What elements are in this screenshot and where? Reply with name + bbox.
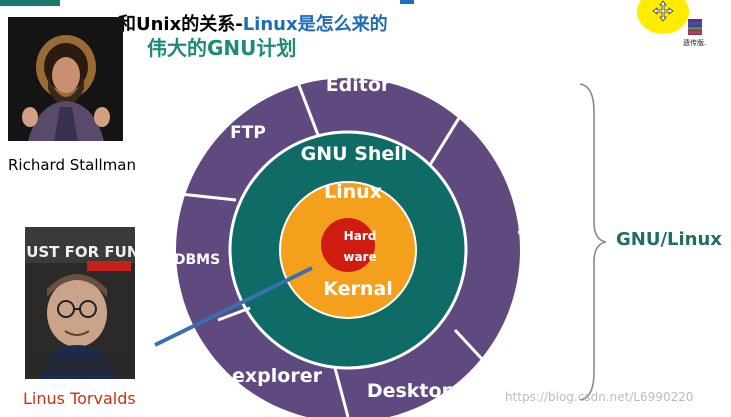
inner-label-linux: Linux	[324, 181, 382, 203]
hardware-core	[321, 218, 375, 272]
ring-divider	[290, 66, 320, 136]
ring-divider	[428, 91, 477, 166]
core-label-line2: ware	[343, 250, 376, 264]
slide-title: 和Unix的关系-Linux是怎么来的	[118, 10, 388, 36]
outer-label-desktop: Desktop	[367, 380, 455, 402]
stallman-portrait-image	[8, 17, 123, 141]
book-title-text: JUST FOR FUN	[25, 243, 135, 261]
stallman-photo	[8, 17, 123, 141]
outer-label-dbms: DBMS	[174, 252, 220, 268]
ring-divider	[453, 328, 522, 402]
slide-subtitle: 伟大的GNU计划	[147, 36, 297, 60]
archive-file-icon[interactable]	[686, 18, 704, 36]
outer-label-editor: Editor	[326, 74, 391, 96]
title-highlight: Linux是怎么来的	[242, 14, 388, 35]
stallman-caption: Richard Stallman	[8, 156, 136, 174]
outer-label-ftp: FTP	[230, 123, 266, 143]
move-cursor-icon[interactable]	[652, 0, 674, 22]
torvalds-book-photo: JUST FOR FUN	[25, 227, 135, 379]
ring-divider	[333, 367, 350, 417]
torvalds-caption: Linus Torvalds	[23, 389, 136, 408]
gnu-linux-label: GNU/Linux	[616, 229, 722, 250]
top-bar-accent	[0, 0, 60, 6]
archive-file-label: 遗传版.	[683, 39, 707, 47]
torvalds-book-cover-image: JUST FOR FUN	[25, 227, 135, 379]
title-prefix: 和Unix的关系-	[118, 14, 243, 35]
core-label-line1: Hard	[344, 229, 377, 243]
top-bar-marker	[400, 0, 414, 4]
gnu-linux-bracket	[579, 83, 607, 401]
outer-label-explorer: explorer	[232, 365, 323, 387]
outer-label-more: ...	[516, 219, 535, 239]
ring-divider	[217, 306, 251, 322]
pointer-line	[154, 266, 313, 347]
inner-label-kernal: Kernal	[323, 278, 393, 300]
watermark: https://blog.csdn.net/L6990220	[505, 390, 694, 404]
ring-divider	[179, 192, 237, 202]
middle-label-gnu-shell: GNU Shell	[301, 143, 408, 165]
slide-top-bar	[0, 0, 731, 6]
